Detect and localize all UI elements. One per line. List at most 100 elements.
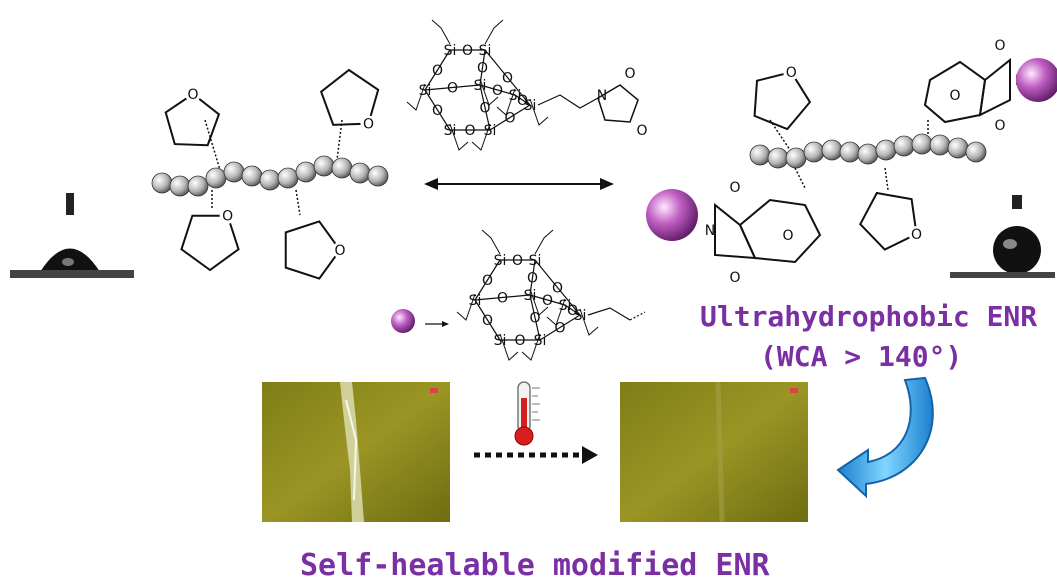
isobutyl-group [479, 78, 499, 106]
contact-angle-photo-right [950, 190, 1055, 280]
silicon-label: Si [479, 43, 492, 59]
imide-ring-right [978, 57, 1011, 117]
ultrahydrophobic-caption: Ultrahydrophobic ENR [700, 300, 1038, 333]
wavy-bond [204, 119, 221, 171]
polymer-bead [893, 135, 915, 157]
purple-sphere-legend [391, 309, 449, 333]
propyl-linker [587, 307, 631, 321]
polymer-bead [241, 165, 263, 187]
cage-bond [484, 49, 531, 106]
isobutyl-group [471, 123, 491, 151]
cage-oxygen-label: O [432, 103, 443, 119]
furan-ring [284, 220, 342, 280]
isobutyl-group [496, 88, 516, 116]
cage-bond [564, 304, 581, 316]
polymer-bead [367, 165, 389, 187]
cage-oxygen-label: O [529, 311, 540, 327]
cage-oxygen-label: O [502, 71, 513, 87]
silicon-label: Si [524, 98, 537, 114]
polymer-bead [187, 175, 209, 197]
polymer-bead [169, 175, 191, 197]
isobutyl-group [579, 308, 599, 336]
cage-oxygen-label: O [542, 293, 553, 309]
isobutyl-group [484, 19, 504, 45]
modified-enr-polymer: OOONOOONOO [646, 38, 1057, 286]
curved-arrow-icon [836, 376, 934, 499]
maleimide-oxygen: O [624, 66, 635, 82]
linker-wavy-end [629, 311, 646, 321]
polymer-bead [223, 161, 245, 183]
polymer-bead [839, 141, 861, 163]
purple-sphere-right [1016, 58, 1057, 102]
polymer-bead [965, 141, 987, 163]
cage-oxygen-label: O [517, 93, 528, 109]
silicon-label: Si [509, 88, 522, 104]
cage-bond [529, 294, 541, 341]
purple-sphere-left [646, 189, 698, 241]
micrograph-healed [620, 381, 808, 523]
silicon-label: Si [444, 123, 457, 139]
cage-oxygen-label: O [477, 61, 488, 77]
polymer-bead [151, 172, 173, 194]
isobutyl-group [456, 293, 476, 321]
cage-oxygen-label: O [554, 321, 565, 337]
silicon-label: Si [419, 83, 432, 99]
wavy-bond [769, 119, 791, 151]
cage-oxygen-label: O [464, 123, 475, 139]
polymer-bead [767, 147, 789, 169]
cage-bond [534, 259, 581, 316]
cage-bond [424, 49, 451, 91]
silicon-label: Si [529, 253, 542, 269]
polymer-bead [911, 133, 933, 155]
polymer-bead [331, 157, 353, 179]
isobutyl-group [521, 333, 541, 361]
imide-ring-left [714, 202, 757, 260]
cage-bond [489, 104, 531, 131]
polymer-bead [259, 169, 281, 191]
carbonyl-oxygen-right: O [994, 38, 1005, 54]
polymer-bead [349, 162, 371, 184]
silicon-label: Si [494, 333, 507, 349]
wavy-bond [884, 167, 889, 191]
isobutyl-group [431, 19, 451, 45]
micrograph-scratched [262, 382, 450, 522]
bridge-oxygen-left: O [782, 228, 793, 244]
propyl-linker [537, 94, 599, 109]
maleimide-nitrogen: N [597, 88, 607, 104]
cage-oxygen-label: O [512, 253, 523, 269]
isobutyl-group [406, 83, 426, 111]
carbonyl-oxygen-left: O [729, 180, 740, 196]
cage-oxygen-label: O [482, 313, 493, 329]
cage-oxygen-label: O [479, 101, 490, 117]
double-headed-arrow-icon [424, 178, 614, 190]
isobutyl-group [499, 333, 519, 361]
oxygen-label: O [786, 65, 797, 81]
cage-oxygen-label: O [462, 43, 473, 59]
cage-oxygen-label: O [492, 83, 503, 99]
cage-oxygen-label: O [497, 291, 508, 307]
wca-caption: (WCA > 140°) [760, 340, 963, 373]
cage-oxygen-label: O [567, 303, 578, 319]
polymer-bead [785, 147, 807, 169]
cage-bond [479, 84, 516, 96]
maleimide-oxygen: O [636, 123, 647, 139]
isobutyl-group [449, 123, 469, 151]
cage-bond [474, 299, 501, 341]
isobutyl-group [529, 98, 549, 126]
silicon-label: Si [484, 123, 497, 139]
silicon-label: Si [444, 43, 457, 59]
silicon-label: Si [559, 298, 572, 314]
isobutyl-group [534, 229, 554, 255]
isobutyl-group [546, 298, 566, 326]
silicon-label: Si [524, 288, 537, 304]
isobutyl-group [529, 288, 549, 316]
oxygen-label: O [187, 87, 198, 103]
carbonyl-oxygen-left: O [729, 270, 740, 286]
silicon-label: Si [534, 333, 547, 349]
polymer-bead [857, 143, 879, 165]
carbonyl-oxygen-right: O [994, 118, 1005, 134]
cage-oxygen-label: O [527, 271, 538, 287]
cage-bond [474, 259, 501, 301]
